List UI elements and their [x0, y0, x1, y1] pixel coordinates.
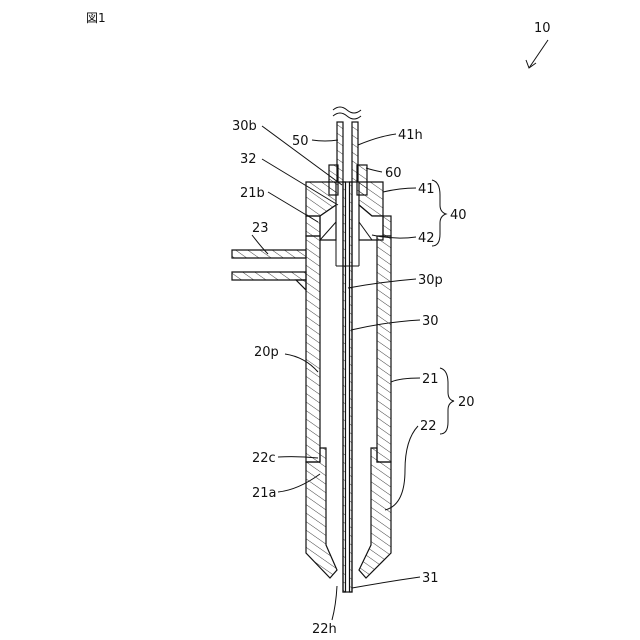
label-21: 21: [422, 372, 439, 387]
label-42: 42: [418, 231, 435, 246]
break-line-top: [333, 107, 361, 113]
shaft-30-left-wall: [343, 182, 346, 592]
label-30p: 30p: [418, 273, 443, 288]
leader-21: [391, 378, 420, 382]
shaft-30-right-wall: [350, 182, 353, 592]
figure-title: 図1: [86, 11, 106, 25]
label-50: 50: [292, 134, 309, 149]
port-23-corner: [296, 280, 306, 290]
leader-41: [383, 188, 416, 192]
port-23-upper: [232, 250, 306, 258]
tip-22-left: [306, 448, 337, 578]
arrow-10-leader: [529, 40, 548, 68]
label-22h: 22h: [312, 622, 337, 637]
leader-31: [352, 577, 420, 588]
arrow-10-head: [526, 60, 536, 68]
label-41: 41: [418, 182, 435, 197]
leader-50: [312, 140, 338, 141]
tip-22-right: [359, 448, 391, 578]
label-22: 22: [420, 419, 437, 434]
bracket-20: [440, 368, 454, 434]
leader-60: [366, 168, 382, 172]
label-41h: 41h: [398, 128, 423, 143]
label-21b: 21b: [240, 186, 265, 201]
leader-22h: [332, 586, 337, 620]
housing-21-collar-right: [383, 216, 391, 236]
housing-21-right-wall: [377, 236, 391, 462]
label-20: 20: [458, 395, 475, 410]
label-23: 23: [252, 221, 269, 236]
label-31: 31: [422, 571, 439, 586]
device-drawing: 30b 50 41h 32 60 21b 41 40 23 42 30p 30 …: [232, 107, 475, 637]
label-22c: 22c: [252, 451, 276, 466]
label-30b: 30b: [232, 119, 257, 134]
label-21a: 21a: [252, 486, 277, 501]
label-32: 32: [240, 152, 257, 167]
label-10: 10: [534, 21, 551, 36]
label-30: 30: [422, 314, 439, 329]
leader-41h: [358, 134, 396, 145]
label-20p: 20p: [254, 345, 279, 360]
housing-21-left-wall: [306, 236, 320, 462]
break-line-bottom: [333, 113, 361, 119]
port-23-lower: [232, 272, 306, 280]
label-60: 60: [385, 166, 402, 181]
label-40: 40: [450, 208, 467, 223]
